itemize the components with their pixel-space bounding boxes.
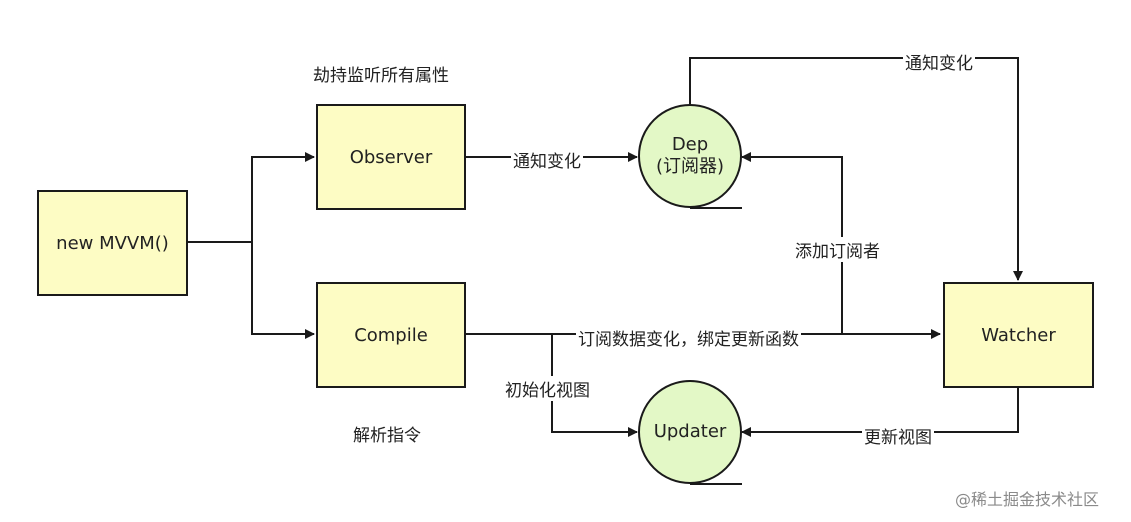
update-view-label: 更新视图 [862,423,934,448]
hijack-label: 劫持监听所有属性 [313,66,449,86]
add-subscriber-arrow [741,152,843,334]
watcher-node: Watcher [943,282,1094,388]
watcher-label: Watcher [981,324,1056,346]
updater-label: Updater [653,420,727,442]
add-subscriber-label: 添加订阅者 [793,237,882,262]
notify-dep-watcher-label: 通知变化 [903,49,975,74]
compile-label: Compile [354,324,428,346]
subscribe-bind-label: 订阅数据变化，绑定更新函数 [576,325,801,350]
mvvm-to-compile-arrow [251,242,315,339]
notify-observer-dep-label: 通知变化 [511,147,583,172]
dep-to-watcher-arrow [689,57,1023,281]
dep-title: Dep [671,133,709,155]
update-view-arrow [741,386,1019,437]
observer-node: Observer [316,104,466,210]
init-view-label: 初始化视图 [503,376,592,401]
new-mvvm-node: new MVVM() [37,190,188,296]
mvvm-to-observer-arrow [188,152,315,243]
new-mvvm-label: new MVVM() [56,232,169,254]
dep-node: Dep (订阅器) [638,104,742,208]
watermark: @稀土掘金技术社区 [955,490,1100,509]
dep-subtitle: (订阅器) [655,156,725,177]
compile-node: Compile [316,282,466,388]
parse-label: 解析指令 [353,426,421,446]
observer-label: Observer [349,146,433,168]
updater-node: Updater [638,380,742,484]
init-view-arrow [551,334,638,437]
